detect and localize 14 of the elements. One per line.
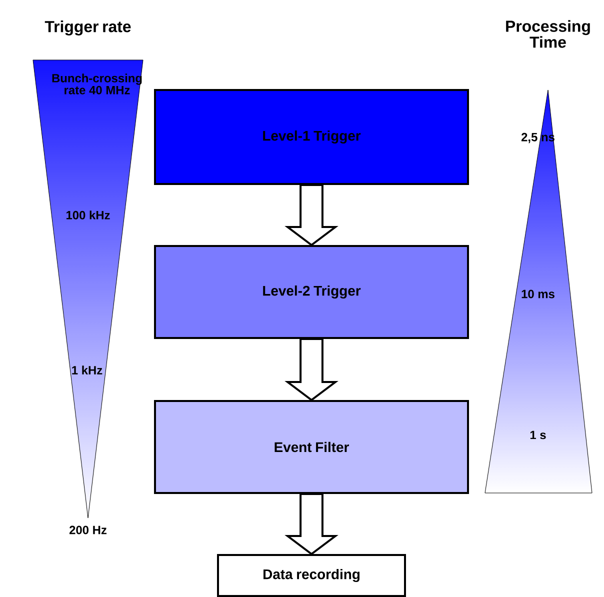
scale-heading: Processing Time (506, 20, 590, 48)
block-arrow (284, 338, 338, 402)
scale-label: 200 Hz (70, 526, 106, 534)
scale-label: 1 kHz (72, 366, 102, 374)
block-arrow (284, 184, 338, 246)
stage-box: Event Filter (154, 400, 469, 494)
block-arrow (284, 493, 338, 556)
stage-box: Level-2 Trigger (154, 245, 469, 339)
scale-label: 100 kHz (66, 210, 110, 220)
scale-label: 1 s (530, 430, 546, 440)
stage-box: Level-1 Trigger (154, 89, 469, 185)
scale-heading: Trigger rate (44, 20, 131, 36)
stage-box: Data recording (217, 554, 406, 597)
scale-label: 10 ms (522, 290, 554, 298)
